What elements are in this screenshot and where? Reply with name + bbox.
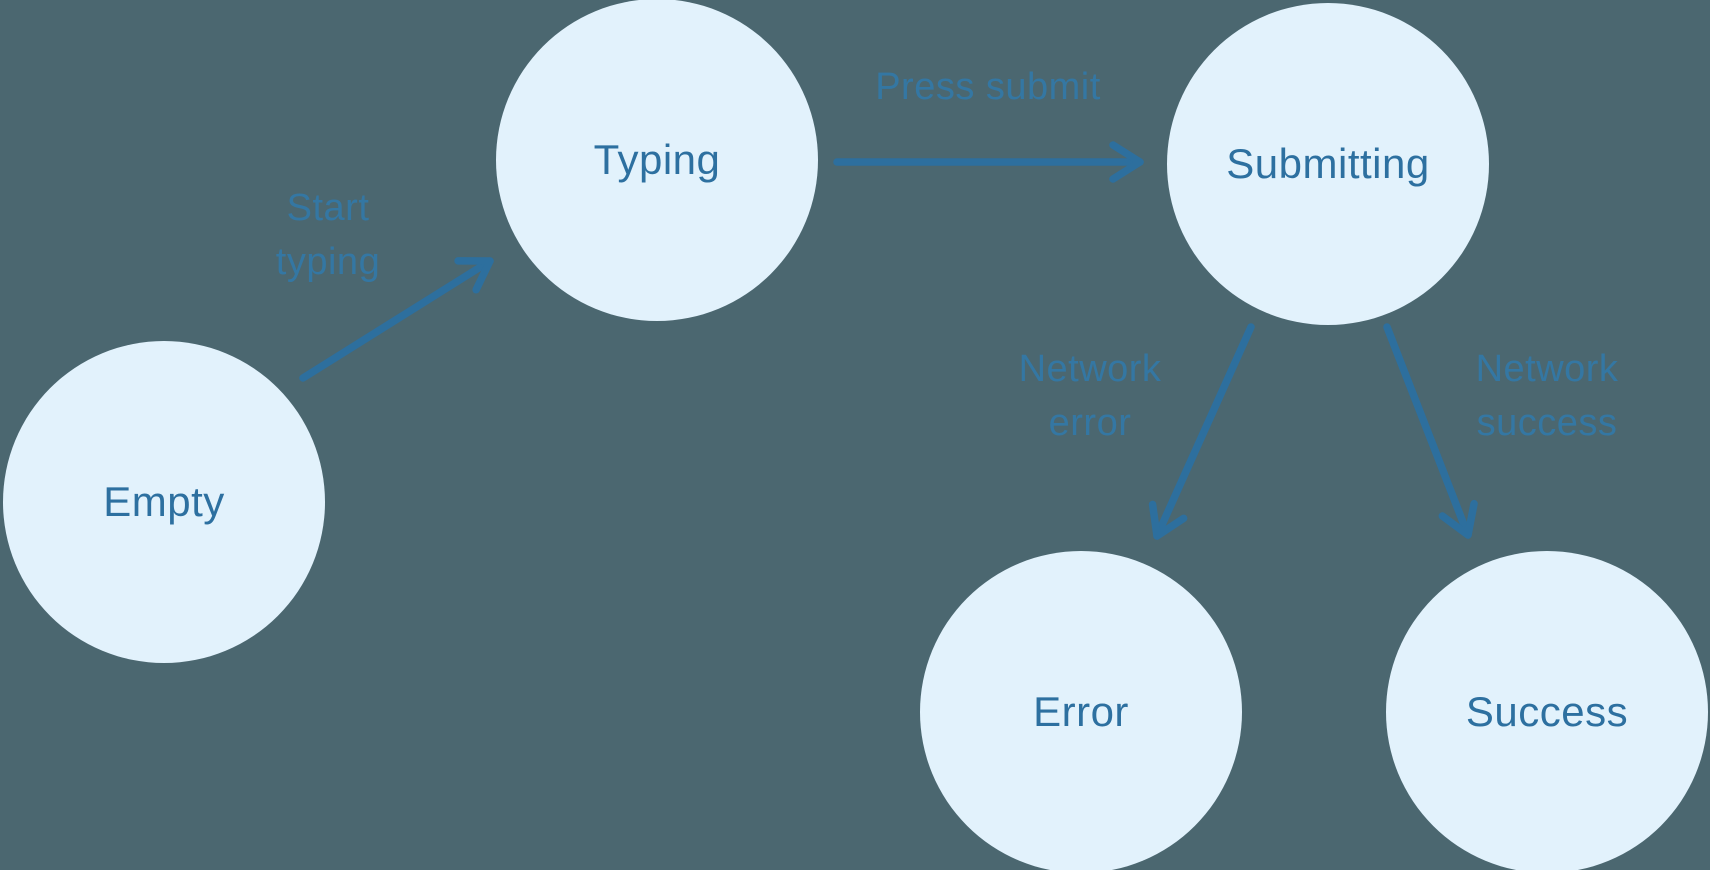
arrow-submitting-to-success <box>1383 323 1478 539</box>
state-node-empty: Empty <box>3 341 325 663</box>
state-node-empty-label: Empty <box>103 478 225 525</box>
state-node-error-label: Error <box>1033 688 1129 735</box>
edge-label-start-typing: Start typing <box>275 187 381 283</box>
state-node-success: Success <box>1386 551 1708 870</box>
state-node-error: Error <box>920 551 1242 870</box>
state-node-typing-label: Typing <box>593 136 721 183</box>
edge-label-press-submit: Press submit <box>875 66 1101 108</box>
arrow-submitting-to-error <box>1148 323 1255 540</box>
state-node-submitting: Submitting <box>1167 3 1489 325</box>
state-node-typing: Typing <box>496 0 818 321</box>
arrow-empty-to-typing <box>299 257 494 382</box>
state-node-submitting-label: Submitting <box>1226 140 1430 187</box>
edge-label-network-error: Network error <box>1018 348 1162 444</box>
state-node-success-label: Success <box>1465 688 1629 735</box>
edge-label-network-success: Network success <box>1475 348 1619 444</box>
